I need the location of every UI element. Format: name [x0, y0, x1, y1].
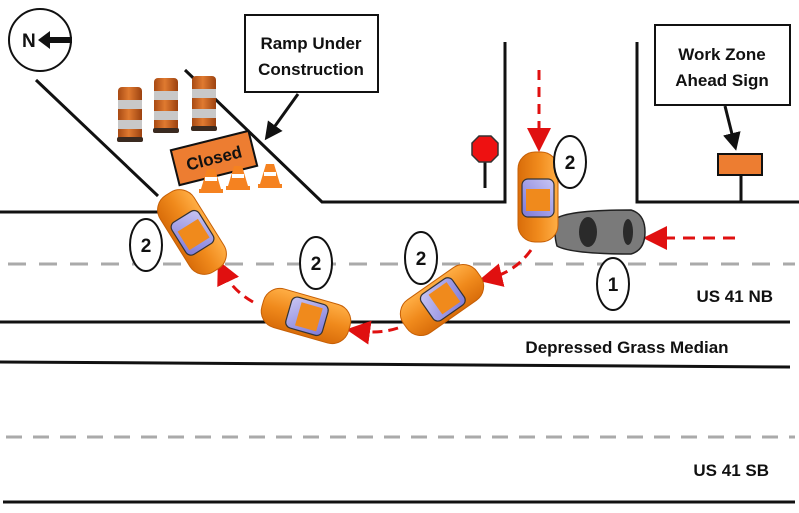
work-zone-callout-line1: Work Zone — [678, 45, 766, 64]
work-zone-callout-arrow — [723, 105, 741, 151]
ramp-callout: Ramp Under Construction — [244, 14, 379, 141]
vehicle-label-2: 2 — [404, 231, 438, 285]
cone-icon — [226, 166, 250, 190]
ramp-callout-line2: Construction — [258, 60, 364, 79]
barrel-icon — [117, 87, 143, 142]
svg-text:2: 2 — [416, 249, 427, 270]
vehicle-2-icon — [157, 189, 227, 275]
north-arrow: N — [8, 8, 72, 72]
side-road-east-edge — [635, 42, 799, 204]
vehicle-2-icon — [517, 151, 559, 243]
barrel-icon — [191, 76, 217, 131]
barrel-icon — [153, 78, 179, 133]
ramp-left-edge — [34, 78, 160, 198]
work-zone-callout-box — [654, 24, 791, 106]
svg-text:2: 2 — [141, 236, 152, 257]
vehicle-label-1: 1 — [596, 257, 630, 311]
median-label: Depressed Grass Median — [525, 338, 728, 357]
svg-text:2: 2 — [311, 254, 322, 275]
cone-icon — [199, 169, 223, 193]
svg-text:2: 2 — [565, 153, 576, 174]
vehicle-2-path-segment-1 — [478, 249, 533, 287]
vehicle-label-2: 2 — [553, 135, 587, 189]
sb-inner-edge — [0, 360, 791, 369]
vehicle-1-icon — [554, 209, 646, 255]
vehicle-2-icon — [260, 287, 352, 345]
ramp-callout-box — [244, 14, 379, 93]
stop-sign-icon — [471, 135, 499, 188]
vehicle-2-icon — [399, 263, 485, 337]
work-zone-callout: Work Zone Ahead Sign — [654, 24, 791, 151]
vehicle-label-2: 2 — [299, 236, 333, 290]
traffic-cones — [199, 164, 282, 193]
us41-sb-label: US 41 SB — [693, 461, 769, 480]
vehicles — [157, 151, 646, 345]
vehicle-number-labels: 1 2 2 2 2 — [129, 135, 630, 311]
ramp-callout-line1: Ramp Under — [260, 34, 361, 53]
vehicle-2-path-segment-2 — [346, 320, 399, 345]
work-zone-callout-line2: Ahead Sign — [675, 71, 769, 90]
vehicle-paths — [217, 70, 735, 345]
road-edges — [0, 42, 799, 504]
north-letter: N — [22, 31, 36, 52]
ramp-callout-arrow — [264, 93, 300, 141]
ramp-right-edge — [183, 42, 507, 204]
cone-icon — [258, 164, 282, 188]
construction-barrels — [117, 76, 217, 142]
svg-text:1: 1 — [608, 275, 619, 296]
us41-nb-label: US 41 NB — [696, 287, 773, 306]
vehicle-label-2: 2 — [129, 218, 163, 272]
vehicle-2-path-segment-3 — [217, 260, 254, 304]
work-zone-sign-icon — [717, 153, 763, 202]
north-arrow-icon — [38, 31, 72, 49]
